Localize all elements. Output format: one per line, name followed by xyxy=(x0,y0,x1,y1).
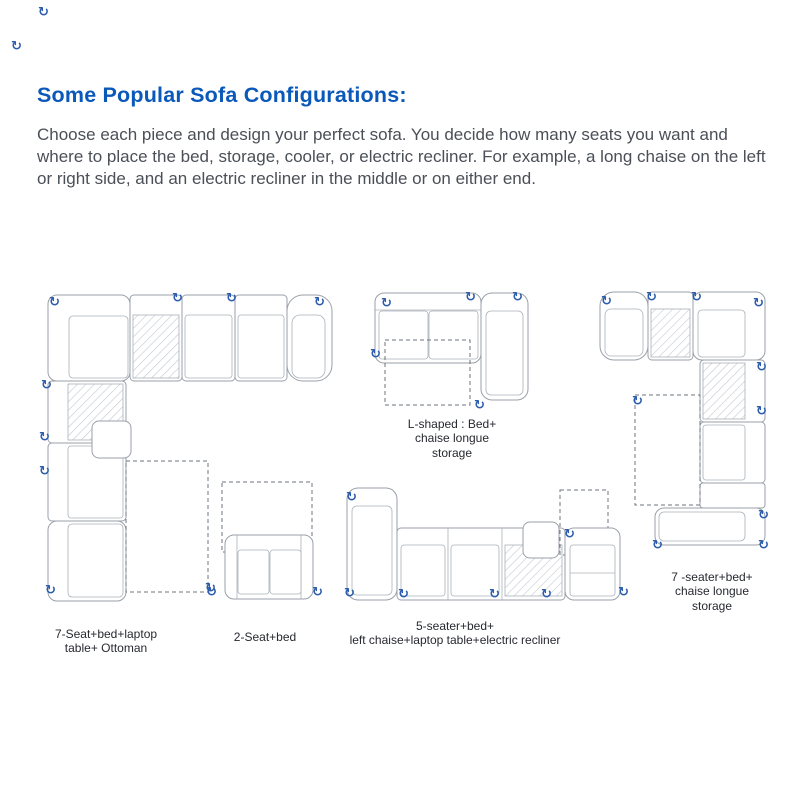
rotate-icon: ↻ xyxy=(41,378,52,393)
rotate-icon: ↻ xyxy=(652,538,663,553)
rotate-icon: ↻ xyxy=(758,508,769,523)
sofa-left-column xyxy=(47,380,132,602)
rotate-icon: ↻ xyxy=(370,347,381,362)
rotate-icon: ↻ xyxy=(312,585,323,600)
rotate-icon: ↻ xyxy=(11,39,22,54)
rotate-icon: ↻ xyxy=(758,538,769,553)
rotate-icon: ↻ xyxy=(49,295,60,310)
rotate-icon: ↻ xyxy=(39,430,50,445)
rotate-icon: ↻ xyxy=(618,585,629,600)
rotate-icon: ↻ xyxy=(314,295,325,310)
rotate-icon: ↻ xyxy=(205,581,216,596)
config-2-seat-bed: ↻ ↻ 2-Seat+bed xyxy=(200,478,330,658)
config-7-seater-bed-chaise-storage: ↻ ↻ ↻ ↻ ↻ ↻ ↻ ↻ ↻ ↻ 7 -seater+bed+ chais… xyxy=(588,283,778,613)
rotate-icon: ↻ xyxy=(344,586,355,601)
rotate-icon: ↻ xyxy=(541,587,552,602)
rotate-icon: ↻ xyxy=(226,291,237,306)
config-label: 7-Seat+bed+laptop table+ Ottoman xyxy=(54,627,158,656)
rotate-icon: ↻ xyxy=(45,583,56,598)
config-7-seat-bed-laptop-table-ottoman: ↻ ↻ ↻ ↻ ↻ ↻ ↻ ↻ ↻ 7-Seat+bed+laptop tabl… xyxy=(35,282,345,667)
bed-dashed-outline xyxy=(384,339,471,406)
rotate-icon: ↻ xyxy=(398,587,409,602)
sofa-top-row xyxy=(47,294,333,382)
rotate-icon: ↻ xyxy=(381,296,392,311)
config-label: 2-Seat+bed xyxy=(233,630,297,644)
rotate-icon: ↻ xyxy=(38,5,49,20)
ottoman-dashed-outline xyxy=(125,460,209,593)
config-7-seat-drawing: ↻ ↻ ↻ ↻ ↻ ↻ ↻ ↻ ↻ xyxy=(39,291,333,602)
rotate-icon: ↻ xyxy=(172,291,183,306)
config-2-seat-drawing: ↻ ↻ xyxy=(206,481,323,600)
storage-dashed-outline xyxy=(634,394,701,506)
rotate-icon: ↻ xyxy=(691,290,702,305)
rotate-icon: ↻ xyxy=(756,360,767,375)
config-5-seater-drawing: ↻ ↻ ↻ ↻ ↻ ↻ ↻ xyxy=(344,487,629,602)
page-title: Some Popular Sofa Configurations: xyxy=(37,83,407,107)
rotate-icon: ↻ xyxy=(601,294,612,309)
rotate-icon: ↻ xyxy=(512,290,523,305)
rotate-icon: ↻ xyxy=(474,398,485,413)
rotate-icon: ↻ xyxy=(206,585,217,600)
rotate-icon: ↻ xyxy=(753,296,764,311)
config-5-seater: ↻ ↻ ↻ ↻ ↻ ↻ ↻ 5-seater+bed+ left chaise+… xyxy=(338,483,633,658)
config-label: L-shaped : Bed+ chaise longue storage xyxy=(407,417,497,460)
config-label: 5-seater+bed+ left chaise+laptop table+e… xyxy=(349,619,561,648)
rotate-icon: ↻ xyxy=(564,527,575,542)
rotate-icon: ↻ xyxy=(632,394,643,409)
laptop-table xyxy=(91,420,132,459)
rotate-icon: ↻ xyxy=(346,490,357,505)
config-7-seater-drawing: ↻ ↻ ↻ ↻ ↻ ↻ ↻ ↻ ↻ ↻ xyxy=(599,290,769,553)
laptop-table xyxy=(522,521,560,559)
rotate-icon: ↻ xyxy=(489,587,500,602)
config-l-shaped-drawing: ↻ ↻ ↻ ↻ ↻ xyxy=(370,290,529,413)
rotate-icon: ↻ xyxy=(646,290,657,305)
config-l-shaped-bed-chaise-storage: ↻ ↻ ↻ ↻ ↻ L-shaped : Bed+ chaise longue … xyxy=(362,283,542,463)
rotate-icon: ↻ xyxy=(465,290,476,305)
config-label: 7 -seater+bed+ chaise longue storage xyxy=(671,570,753,613)
intro-paragraph: Choose each piece and design your perfec… xyxy=(37,125,766,189)
rotate-icon: ↻ xyxy=(756,404,767,419)
rotate-icon: ↻ xyxy=(39,464,50,479)
